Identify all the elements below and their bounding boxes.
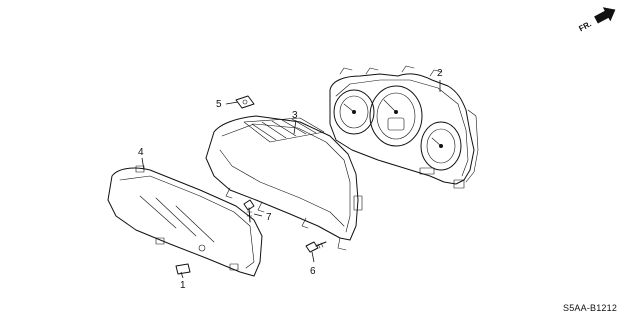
leader-lines — [141, 80, 441, 279]
callout-3: 3 — [292, 110, 298, 121]
callout-5: 5 — [216, 99, 222, 110]
front-arrow-icon — [594, 7, 616, 24]
screw-part-6 — [305, 241, 327, 253]
screw-part-7 — [243, 199, 255, 223]
lens-part-4 — [107, 165, 263, 277]
callout-4: 4 — [138, 147, 144, 158]
bracket-part-5 — [235, 95, 255, 109]
front-direction-marker: FR. — [577, 7, 616, 33]
front-direction-label: FR. — [577, 19, 593, 33]
gauge-assembly-part-2 — [329, 65, 479, 189]
callout-7: 7 — [266, 212, 272, 223]
housing-part-3 — [205, 115, 363, 251]
callout-6: 6 — [310, 266, 316, 277]
diagram-code: S5AA-B1212 — [563, 303, 617, 313]
callout-1: 1 — [180, 280, 186, 291]
clip-part-1 — [175, 263, 191, 275]
callout-2: 2 — [437, 68, 443, 79]
callout-labels: 1 2 3 4 5 6 7 — [138, 68, 443, 291]
